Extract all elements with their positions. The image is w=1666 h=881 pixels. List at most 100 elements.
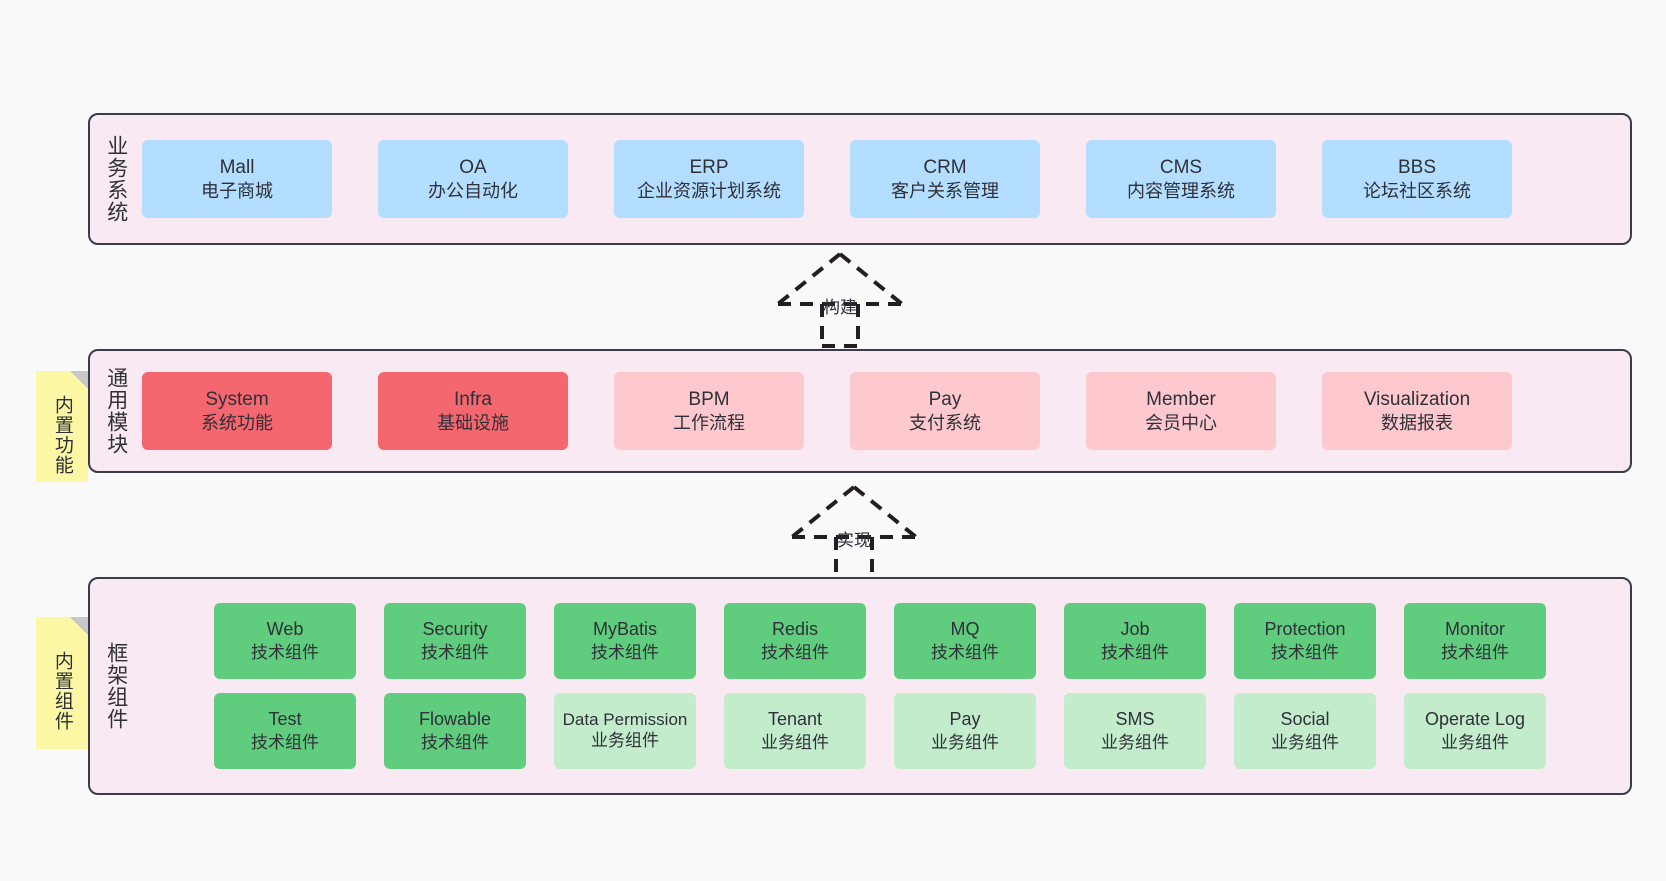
box-label-en: ERP <box>689 156 729 178</box>
layer-title-framework-components: 框架组件 <box>104 642 128 730</box>
layer-common-modules: 通用模块 System 系统功能 Infra 基础设施 BPM 工作流程 Pay… <box>88 349 1632 473</box>
dashed-generalization-arrow-icon <box>776 252 904 348</box>
box-crm[interactable]: CRM 客户关系管理 <box>850 140 1040 218</box>
box-label-cn: 技术组件 <box>1441 642 1509 662</box>
box-label-cn: 技术组件 <box>1271 642 1339 662</box>
layer-title-business-systems: 业务系统 <box>104 135 128 223</box>
box-sms[interactable]: SMS 业务组件 <box>1064 693 1206 769</box>
box-erp[interactable]: ERP 企业资源计划系统 <box>614 140 804 218</box>
box-label-cn: 业务组件 <box>591 731 659 750</box>
note-builtin-component: 内置组件 <box>36 617 88 749</box>
box-label-en: Visualization <box>1363 388 1471 410</box>
box-label-en: CMS <box>1159 156 1203 178</box>
box-label-en: Protection <box>1264 618 1346 639</box>
box-label-en: SMS <box>1115 708 1155 729</box>
box-label-en: Monitor <box>1444 618 1506 639</box>
box-cms[interactable]: CMS 内容管理系统 <box>1086 140 1276 218</box>
box-data-permission[interactable]: Data Permission 业务组件 <box>554 693 696 769</box>
box-label-cn: 技术组件 <box>1101 642 1169 662</box>
box-label-cn: 会员中心 <box>1145 412 1217 433</box>
box-operate-log[interactable]: Operate Log 业务组件 <box>1404 693 1546 769</box>
box-mybatis[interactable]: MyBatis 技术组件 <box>554 603 696 679</box>
note-label: 内置功能 <box>51 394 73 475</box>
box-label-cn: 技术组件 <box>421 642 489 662</box>
box-flowable[interactable]: Flowable 技术组件 <box>384 693 526 769</box>
arrow-implement: 实现 <box>774 485 934 581</box>
layer-business-systems: 业务系统 Mall 电子商城 OA 办公自动化 ERP 企业资源计划系统 CRM… <box>88 113 1632 245</box>
box-label-en: Mall <box>219 156 255 178</box>
note-label: 内置组件 <box>51 651 73 731</box>
box-label-cn: 系统功能 <box>201 412 273 433</box>
box-bpm[interactable]: BPM 工作流程 <box>614 372 804 450</box>
box-label-cn: 企业资源计划系统 <box>637 180 781 201</box>
box-label-en: System <box>205 388 269 410</box>
box-label-en: MyBatis <box>592 618 657 639</box>
box-label-en: Social <box>1280 708 1330 729</box>
box-bbs[interactable]: BBS 论坛社区系统 <box>1322 140 1512 218</box>
box-label-cn: 电子商城 <box>201 180 273 201</box>
layer-framework-components: 框架组件 Web 技术组件 Security 技术组件 MyBatis 技术组件… <box>88 577 1632 795</box>
box-label-en: Job <box>1120 618 1150 639</box>
box-label-en: Member <box>1146 388 1216 410</box>
box-member[interactable]: Member 会员中心 <box>1086 372 1276 450</box>
box-label-cn: 技术组件 <box>421 732 489 752</box>
box-security[interactable]: Security 技术组件 <box>384 603 526 679</box>
box-label-en: Redis <box>771 618 819 639</box>
box-label-cn: 基础设施 <box>437 412 509 433</box>
box-pay-module[interactable]: Pay 支付系统 <box>850 372 1040 450</box>
box-tenant[interactable]: Tenant 业务组件 <box>724 693 866 769</box>
box-visualization[interactable]: Visualization 数据报表 <box>1322 372 1512 450</box>
box-mq[interactable]: MQ 技术组件 <box>894 603 1036 679</box>
box-label-cn: 业务组件 <box>1271 732 1339 752</box>
box-test[interactable]: Test 技术组件 <box>214 693 356 769</box>
box-label-cn: 技术组件 <box>761 642 829 662</box>
layer-title-common-modules: 通用模块 <box>104 367 128 455</box>
box-label-en: Pay <box>949 708 981 729</box>
box-label-cn: 业务组件 <box>761 732 829 752</box>
box-label-en: Security <box>422 618 488 639</box>
box-label-cn: 技术组件 <box>931 642 999 662</box>
layer-body-framework-components: Web 技术组件 Security 技术组件 MyBatis 技术组件 Redi… <box>142 579 1630 793</box>
box-web[interactable]: Web 技术组件 <box>214 603 356 679</box>
box-label-cn: 业务组件 <box>1101 732 1169 752</box>
box-label-en: Infra <box>453 388 493 410</box>
box-oa[interactable]: OA 办公自动化 <box>378 140 568 218</box>
arrow-build: 构建 <box>760 252 920 348</box>
box-label-en: BPM <box>688 388 730 410</box>
box-label-en: Data Permission <box>562 710 688 730</box>
box-monitor[interactable]: Monitor 技术组件 <box>1404 603 1546 679</box>
box-label-en: BBS <box>1397 156 1437 178</box>
box-label-en: Test <box>268 708 302 729</box>
box-label-cn: 支付系统 <box>909 412 981 433</box>
box-protection[interactable]: Protection 技术组件 <box>1234 603 1376 679</box>
box-label-cn: 工作流程 <box>673 412 745 433</box>
layer-body-business-systems: Mall 电子商城 OA 办公自动化 ERP 企业资源计划系统 CRM 客户关系… <box>142 115 1630 243</box>
box-pay-component[interactable]: Pay 业务组件 <box>894 693 1036 769</box>
box-redis[interactable]: Redis 技术组件 <box>724 603 866 679</box>
box-label-en: OA <box>459 156 487 178</box>
box-label-en: Operate Log <box>1424 708 1526 729</box>
box-label-cn: 办公自动化 <box>428 180 518 201</box>
box-label-cn: 内容管理系统 <box>1127 180 1235 201</box>
box-infra[interactable]: Infra 基础设施 <box>378 372 568 450</box>
box-label-en: Flowable <box>418 708 492 729</box>
arrow-label-implement: 实现 <box>837 531 871 550</box>
arrow-label-build: 构建 <box>823 298 857 317</box>
box-label-en: MQ <box>950 618 980 639</box>
box-label-en: CRM <box>923 156 967 178</box>
box-label-cn: 技术组件 <box>591 642 659 662</box>
box-label-en: Pay <box>928 388 962 410</box>
box-label-cn: 客户关系管理 <box>891 180 999 201</box>
framework-row-technical: Web 技术组件 Security 技术组件 MyBatis 技术组件 Redi… <box>214 603 1546 679</box>
box-mall[interactable]: Mall 电子商城 <box>142 140 332 218</box>
box-label-en: Web <box>266 618 304 639</box>
box-job[interactable]: Job 技术组件 <box>1064 603 1206 679</box>
box-label-cn: 数据报表 <box>1381 412 1453 433</box>
box-label-cn: 业务组件 <box>931 732 999 752</box>
box-label-en: Tenant <box>767 708 823 729</box>
box-system[interactable]: System 系统功能 <box>142 372 332 450</box>
framework-row-business: Test 技术组件 Flowable 技术组件 Data Permission … <box>214 693 1546 769</box>
layer-body-common-modules: System 系统功能 Infra 基础设施 BPM 工作流程 Pay 支付系统… <box>142 351 1630 471</box>
box-label-cn: 业务组件 <box>1441 732 1509 752</box>
box-social[interactable]: Social 业务组件 <box>1234 693 1376 769</box>
